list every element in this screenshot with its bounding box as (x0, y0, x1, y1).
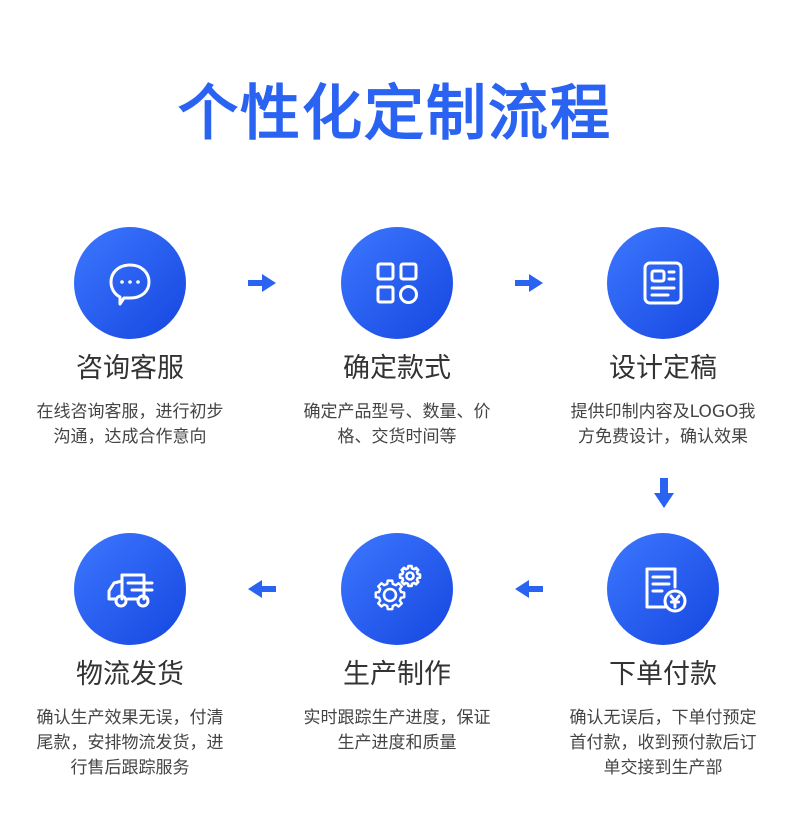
step-icon-circle (74, 533, 186, 645)
step-description: 确定产品型号、数量、价 格、交货时间等 (267, 400, 527, 450)
arrow-right-icon (248, 274, 276, 292)
gears-icon (374, 564, 422, 611)
invoice-yen-icon (645, 567, 687, 613)
desc-line: 生产进度和质量 (337, 733, 457, 753)
step-description: 在线咨询客服，进行初步 沟通，达成合作意向 (0, 400, 260, 450)
desc-line: 方免费设计，确认效果 (578, 427, 748, 447)
desc-line: 确认生产效果无误，付清 (36, 708, 224, 728)
step-description: 实时跟踪生产进度，保证 生产进度和质量 (267, 706, 527, 756)
page-title: 个性化定制流程 (178, 79, 612, 149)
design-card-icon (643, 261, 683, 305)
desc-line: 格、交货时间等 (337, 427, 457, 447)
step-description: 确认生产效果无误，付清 尾款，安排物流发货，进 行售后跟踪服务 (0, 706, 260, 781)
step-icon-circle (607, 227, 719, 339)
desc-line: 行售后跟踪服务 (70, 758, 190, 778)
step-icon-circle (341, 227, 453, 339)
arrow-left-icon (515, 580, 543, 598)
desc-line: 首付款，收到预付款后订 (569, 733, 757, 753)
desc-line: 确定产品型号、数量、价 (303, 402, 491, 422)
step-description: 确认无误后，下单付预定 首付款，收到预付款后订 单交接到生产部 (533, 706, 790, 781)
step-title: 咨询客服 (76, 353, 184, 384)
desc-line: 单交接到生产部 (603, 758, 723, 778)
grid-shapes-icon (376, 262, 418, 304)
step-icon-circle (607, 533, 719, 645)
step-description: 提供印制内容及LOGO我 方免费设计，确认效果 (533, 400, 790, 450)
step-icon-circle (341, 533, 453, 645)
desc-line: 在线咨询客服，进行初步 (36, 402, 224, 422)
arrow-left-icon (248, 580, 276, 598)
desc-line: 确认无误后，下单付预定 (569, 708, 757, 728)
step-icon-circle (74, 227, 186, 339)
delivery-truck-icon (107, 573, 154, 608)
arrow-right-icon (515, 274, 543, 292)
step-title: 确定款式 (343, 353, 451, 384)
arrow-down-icon (654, 478, 674, 508)
desc-line: 实时跟踪生产进度，保证 (303, 708, 491, 728)
chat-bubble-icon (109, 263, 151, 306)
desc-line: 提供印制内容及LOGO我 (570, 402, 756, 422)
desc-line: 尾款，安排物流发货，进 (36, 733, 224, 753)
desc-line: 沟通，达成合作意向 (53, 427, 207, 447)
step-title: 物流发货 (76, 659, 184, 690)
step-title: 设计定稿 (609, 353, 717, 384)
step-title: 下单付款 (609, 659, 717, 690)
step-title: 生产制作 (343, 659, 451, 690)
